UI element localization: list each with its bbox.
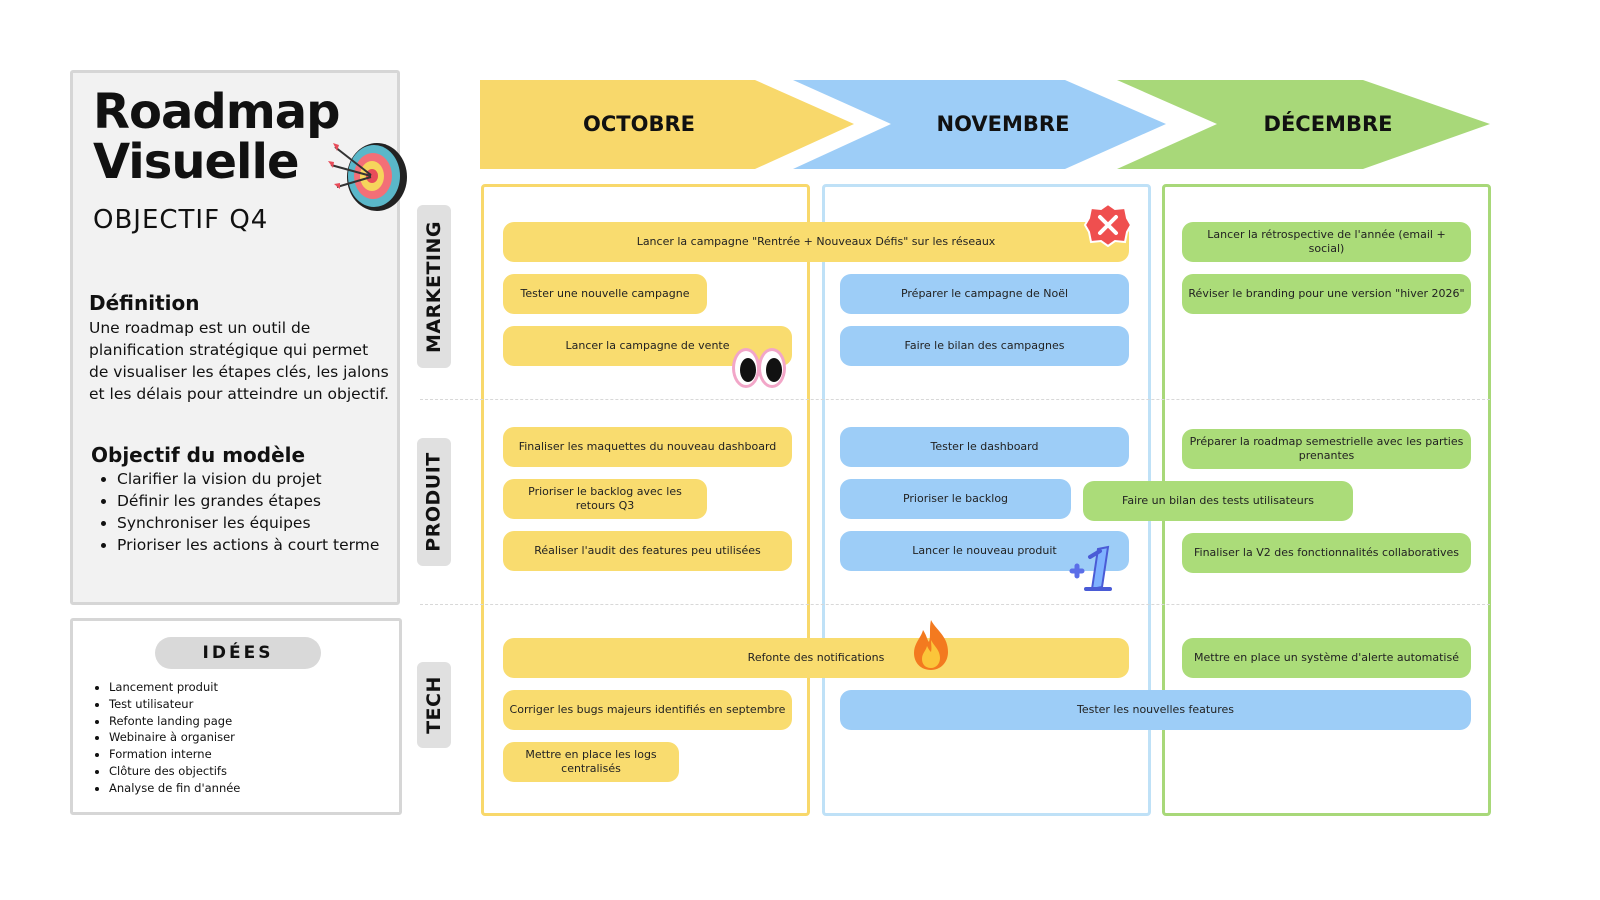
month-label-october: OCTOBRE (583, 112, 695, 136)
row-label-marketing: MARKETING (417, 205, 451, 368)
row-label-tech: TECH (417, 662, 451, 748)
task-card[interactable]: Prioriser le backlog (840, 479, 1071, 519)
definition-title: Définition (89, 291, 200, 315)
list-item: Lancement produit (109, 679, 240, 696)
task-card[interactable]: Tester le dashboard (840, 427, 1129, 467)
task-card[interactable]: Tester les nouvelles features (840, 690, 1471, 730)
month-label-december: DÉCEMBRE (1263, 112, 1393, 136)
target-icon (328, 143, 407, 211)
objective-list: Clarifier la vision du projet Définir le… (105, 468, 379, 556)
list-item: Synchroniser les équipes (117, 512, 379, 534)
month-label-november: NOVEMBRE (936, 112, 1070, 136)
ideas-title: IDÉES (155, 637, 321, 669)
task-card[interactable]: Mettre en place un système d'alerte auto… (1182, 638, 1471, 678)
row-label-text: PRODUIT (423, 452, 445, 552)
row-label-produit: PRODUIT (417, 438, 451, 566)
list-item: Test utilisateur (109, 696, 240, 713)
row-divider (420, 399, 1490, 400)
row-divider (420, 604, 1490, 605)
task-card[interactable]: Réaliser l'audit des features peu utilis… (503, 531, 792, 571)
task-card[interactable]: Tester une nouvelle campagne (503, 274, 707, 314)
task-card[interactable]: Refonte des notifications (503, 638, 1129, 678)
row-label-text: MARKETING (423, 220, 446, 353)
task-card[interactable]: Réviser le branding pour une version "hi… (1182, 274, 1471, 314)
arrow-october (480, 80, 854, 169)
ideas-panel: IDÉES Lancement produit Test utilisateur… (70, 618, 402, 815)
page-title: Roadmap Visuelle (93, 84, 340, 190)
list-item: Refonte landing page (109, 713, 240, 730)
task-card[interactable]: Prioriser le backlog avec les retours Q3 (503, 479, 707, 519)
info-panel: Roadmap Visuelle OBJECTIF Q4 Définition … (70, 70, 407, 605)
task-card[interactable]: Lancer la rétrospective de l'année (emai… (1182, 222, 1471, 262)
task-card[interactable]: Faire le bilan des campagnes (840, 326, 1129, 366)
list-item: Définir les grandes étapes (117, 490, 379, 512)
eyes-icon (732, 348, 786, 388)
objective-title: Objectif du modèle (91, 443, 306, 467)
task-card[interactable]: Finaliser les maquettes du nouveau dashb… (503, 427, 792, 467)
list-item: Webinaire à organiser (109, 729, 240, 746)
arrow-november (793, 80, 1166, 169)
arrow-december (1117, 80, 1490, 169)
list-item: Formation interne (109, 746, 240, 763)
page-subtitle: OBJECTIF Q4 (93, 205, 269, 235)
task-card[interactable]: Corriger les bugs majeurs identifiés en … (503, 690, 792, 730)
task-card[interactable]: Lancer la campagne "Rentrée + Nouveaux D… (503, 222, 1129, 262)
task-card[interactable]: Préparer le campagne de Noël (840, 274, 1129, 314)
list-item: Clôture des objectifs (109, 763, 240, 780)
fire-icon (914, 620, 948, 670)
plus-one-icon (1069, 545, 1112, 591)
ideas-list: Lancement produit Test utilisateur Refon… (99, 679, 240, 797)
list-item: Clarifier la vision du projet (117, 468, 379, 490)
task-card[interactable]: Faire un bilan des tests utilisateurs (1083, 481, 1353, 521)
task-card[interactable]: Préparer la roadmap semestrielle avec le… (1182, 429, 1471, 469)
task-card[interactable]: Mettre en place les logs centralisés (503, 742, 679, 782)
task-card[interactable]: Lancer le nouveau produit (840, 531, 1129, 571)
month-arrows (480, 80, 1490, 169)
list-item: Prioriser les actions à court terme (117, 534, 379, 556)
close-icon (1084, 203, 1132, 247)
definition-text: Une roadmap est un outil de planificatio… (89, 319, 389, 403)
list-item: Analyse de fin d'année (109, 780, 240, 797)
task-card[interactable]: Finaliser la V2 des fonctionnalités coll… (1182, 533, 1471, 573)
row-label-text: TECH (423, 676, 446, 734)
